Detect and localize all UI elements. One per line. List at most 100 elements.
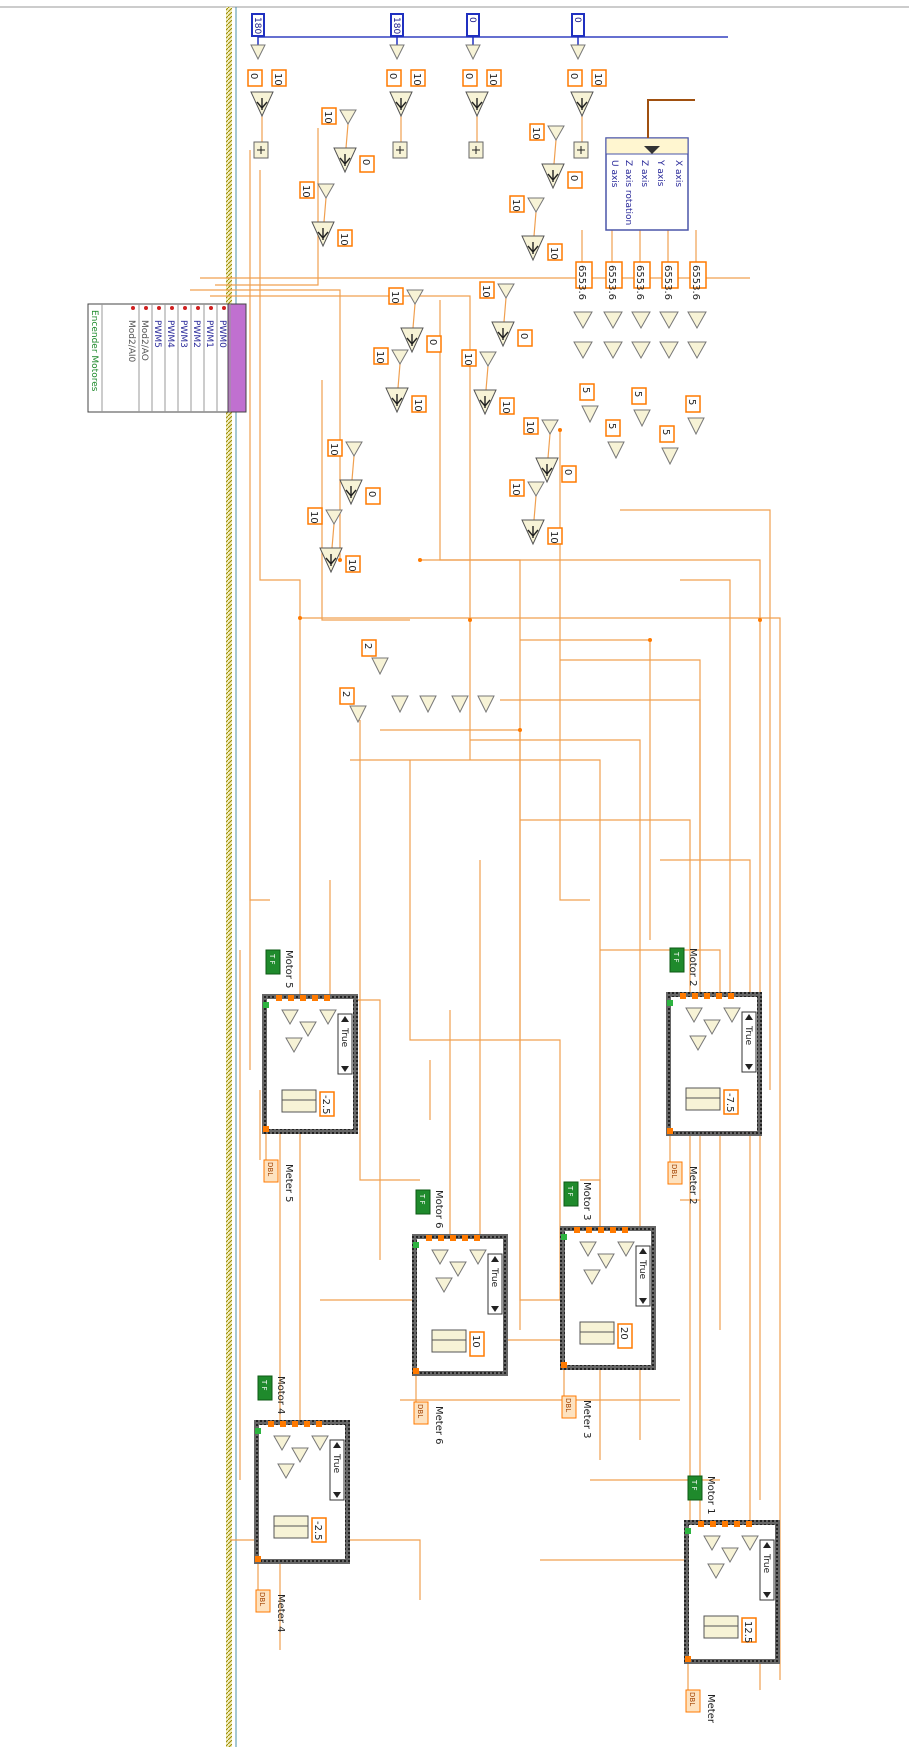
- add-node[interactable]: [574, 142, 588, 158]
- top-numeric-constant[interactable]: 180: [252, 14, 264, 36]
- motor-case-structure[interactable]: T FMotor 5TrueDBLMeter 5: [262, 950, 358, 1203]
- subtract-node[interactable]: [420, 696, 436, 712]
- multiply-node[interactable]: [604, 342, 622, 358]
- numeric-constant[interactable]: 5: [660, 426, 674, 442]
- numeric-constant[interactable]: 10: [470, 1332, 484, 1356]
- numeric-constant[interactable]: 10: [411, 70, 425, 86]
- numeric-constant[interactable]: 10: [510, 480, 524, 496]
- select-node[interactable]: [390, 92, 412, 116]
- select-node[interactable]: [466, 92, 488, 116]
- divide-node[interactable]: [350, 706, 366, 722]
- greater-than-node[interactable]: [542, 420, 558, 434]
- motor-case-structure[interactable]: T FMotor 1TrueDBLMeter: [684, 1476, 780, 1724]
- numeric-constant[interactable]: 0: [568, 172, 582, 188]
- divide-node[interactable]: [688, 312, 706, 328]
- numeric-constant[interactable]: 10: [308, 508, 322, 524]
- numeric-constant[interactable]: -2.5: [320, 1092, 334, 1116]
- numeric-constant[interactable]: 0: [562, 466, 576, 482]
- numeric-constant[interactable]: 10: [524, 418, 538, 434]
- greater-than-node[interactable]: [340, 110, 356, 124]
- numeric-constant[interactable]: 10: [374, 348, 388, 364]
- select-node[interactable]: [312, 222, 334, 246]
- select-node[interactable]: [522, 520, 544, 544]
- numeric-constant[interactable]: 0: [366, 488, 380, 504]
- numeric-constant[interactable]: 0: [463, 70, 477, 86]
- numeric-constant[interactable]: 10: [480, 282, 494, 298]
- add-node[interactable]: [393, 142, 407, 158]
- multiply-node[interactable]: [688, 342, 706, 358]
- subtract-node[interactable]: [478, 696, 494, 712]
- numeric-constant[interactable]: 20: [618, 1324, 632, 1348]
- equal-node[interactable]: [571, 45, 585, 59]
- numeric-constant[interactable]: 10: [462, 350, 476, 366]
- numeric-constant[interactable]: 5: [632, 388, 646, 404]
- select-node[interactable]: [340, 480, 362, 504]
- numeric-constant[interactable]: 10: [510, 196, 524, 212]
- add-offset-node[interactable]: [662, 448, 678, 464]
- add-offset-node[interactable]: [688, 418, 704, 434]
- numeric-constant[interactable]: 10: [500, 398, 514, 414]
- select-node[interactable]: [334, 148, 356, 172]
- divide-node[interactable]: [604, 312, 622, 328]
- numeric-constant[interactable]: 0: [360, 156, 374, 172]
- numeric-constant[interactable]: 10: [487, 70, 501, 86]
- numeric-constant[interactable]: 5: [580, 384, 594, 400]
- numeric-constant[interactable]: 6553.6: [606, 262, 622, 300]
- greater-than-node[interactable]: [392, 350, 408, 364]
- add-offset-node[interactable]: [582, 406, 598, 422]
- select-node[interactable]: [536, 458, 558, 482]
- divide-node[interactable]: [660, 312, 678, 328]
- equal-node[interactable]: [466, 45, 480, 59]
- numeric-constant[interactable]: 10: [338, 230, 352, 246]
- numeric-constant[interactable]: 10: [592, 70, 606, 86]
- numeric-constant[interactable]: 10: [548, 244, 562, 260]
- greater-than-node[interactable]: [480, 352, 496, 366]
- select-node[interactable]: [492, 322, 514, 346]
- numeric-constant[interactable]: 10: [389, 288, 403, 304]
- greater-than-node[interactable]: [407, 290, 423, 304]
- numeric-constant[interactable]: 10: [300, 182, 314, 198]
- subtract-node[interactable]: [452, 696, 468, 712]
- equal-node[interactable]: [251, 45, 265, 59]
- numeric-constant[interactable]: 6553.6: [690, 262, 706, 300]
- numeric-constant[interactable]: 0: [387, 70, 401, 86]
- numeric-constant[interactable]: 10: [272, 70, 286, 86]
- numeric-constant[interactable]: 6553.6: [634, 262, 650, 300]
- divide-node[interactable]: [632, 312, 650, 328]
- select-node[interactable]: [542, 164, 564, 188]
- equal-node[interactable]: [390, 45, 404, 59]
- pwm-panel[interactable]: PWM0PWM1PWM2PWM3PWM4PWM5Mod2/AOMod2/AI0E…: [88, 304, 246, 412]
- numeric-constant[interactable]: 10: [322, 108, 336, 124]
- numeric-constant[interactable]: 10: [328, 440, 342, 456]
- top-numeric-constant[interactable]: 180: [391, 14, 403, 36]
- numeric-constant[interactable]: 10: [530, 124, 544, 140]
- numeric-constant[interactable]: -2.5: [312, 1518, 326, 1542]
- select-node[interactable]: [474, 390, 496, 414]
- add-offset-node[interactable]: [634, 410, 650, 426]
- greater-than-node[interactable]: [318, 184, 334, 198]
- greater-than-node[interactable]: [528, 482, 544, 496]
- add-offset-node[interactable]: [608, 442, 624, 458]
- add-node[interactable]: [254, 142, 268, 158]
- numeric-constant[interactable]: 10: [346, 556, 360, 572]
- numeric-constant[interactable]: 0: [568, 70, 582, 86]
- select-node[interactable]: [386, 388, 408, 412]
- numeric-constant[interactable]: 0: [518, 330, 532, 346]
- divide-node[interactable]: [574, 312, 592, 328]
- numeric-constant[interactable]: 5: [686, 396, 700, 412]
- numeric-constant[interactable]: 2: [362, 640, 376, 656]
- greater-than-node[interactable]: [498, 284, 514, 298]
- numeric-constant[interactable]: 5: [606, 420, 620, 436]
- top-numeric-constant[interactable]: 0: [572, 14, 584, 36]
- greater-than-node[interactable]: [548, 126, 564, 140]
- top-numeric-constant[interactable]: 0: [467, 14, 479, 36]
- divide-node[interactable]: [372, 658, 388, 674]
- numeric-constant[interactable]: 10: [412, 396, 426, 412]
- multiply-node[interactable]: [574, 342, 592, 358]
- numeric-constant[interactable]: 6553.6: [662, 262, 678, 300]
- greater-than-node[interactable]: [346, 442, 362, 456]
